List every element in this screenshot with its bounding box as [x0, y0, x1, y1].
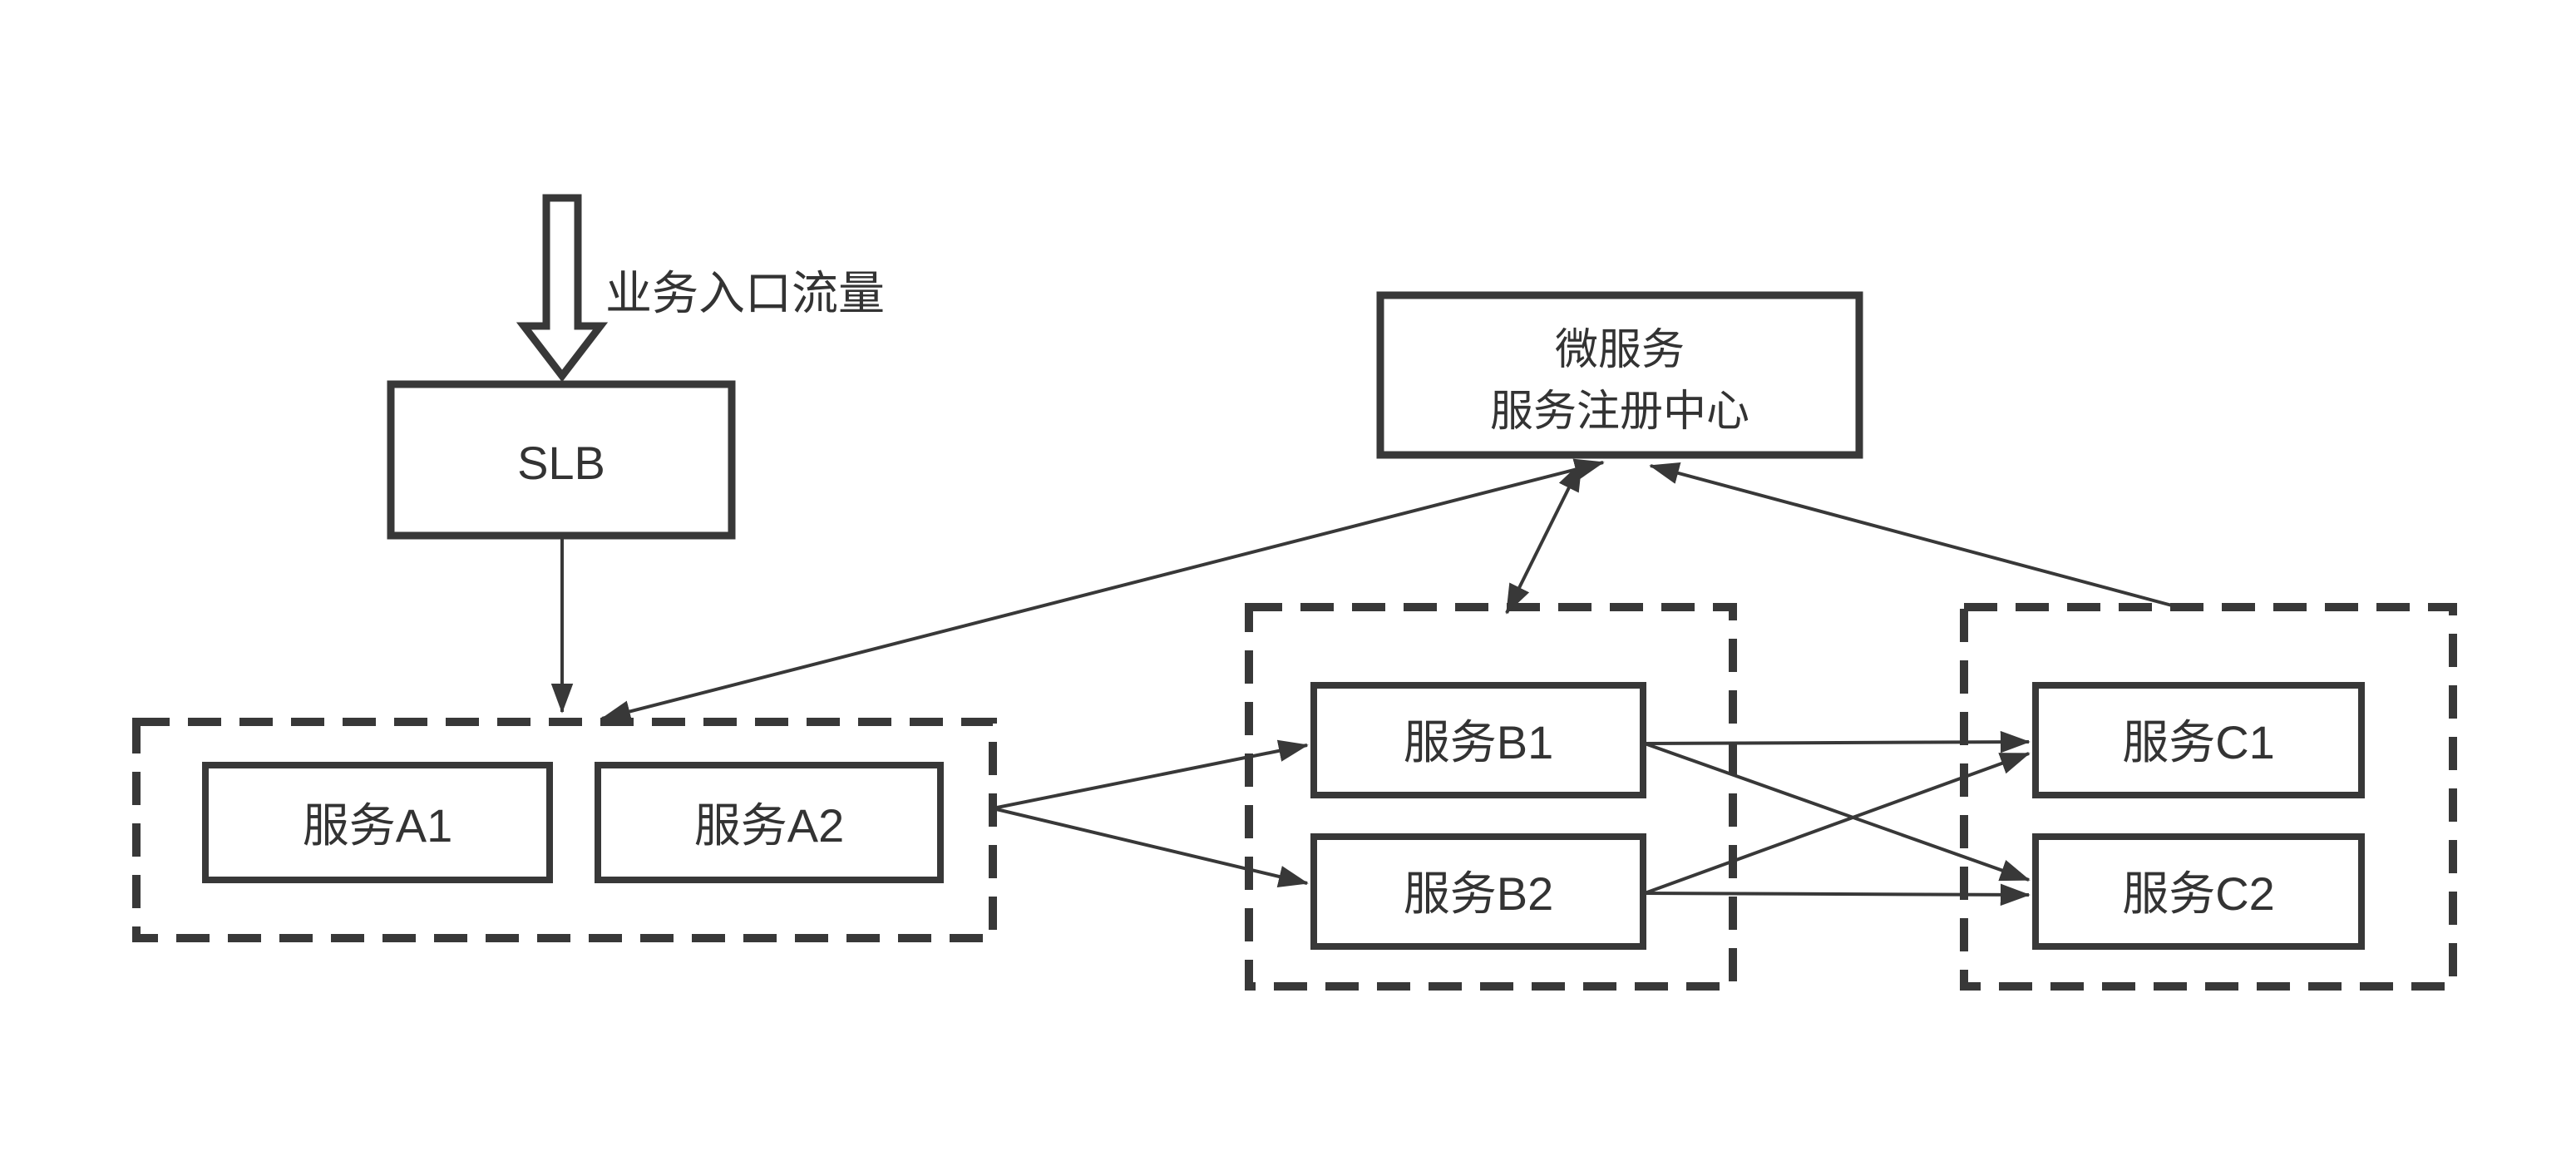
edge-service-b1-to-service-c2	[1644, 742, 2031, 882]
edge-group-a-to-service-b1	[992, 739, 1309, 810]
service-c1-node	[2032, 682, 2365, 798]
service-a1-node	[202, 762, 553, 883]
edge-service-b1-to-service-c1	[1644, 730, 2031, 753]
registry-node-label-line2: 服务注册中心	[1490, 388, 1749, 436]
group-c-boundary	[1960, 603, 2457, 991]
edge-group-a-to-service-b2	[992, 807, 1309, 888]
service-b1-label: 服务B1	[1404, 716, 1554, 768]
edge-group-a-registry-two-way	[600, 458, 1605, 723]
service-a2-node	[595, 762, 944, 883]
edge-group-b-registry-two-way	[1505, 461, 1583, 615]
service-b2-node	[1310, 833, 1646, 950]
edge-service-b2-to-service-c2	[1644, 883, 2031, 907]
entry-traffic-label: 业务入口流量	[605, 267, 885, 319]
group-b-boundary	[1245, 603, 1737, 991]
service-b2-label: 服务B2	[1404, 867, 1554, 920]
service-c2-label: 服务C2	[2122, 867, 2275, 920]
entry-traffic-arrow-icon	[516, 194, 609, 383]
service-a1-label: 服务A1	[303, 799, 453, 852]
registry-node	[1376, 291, 1863, 459]
group-a-boundary	[132, 718, 997, 942]
service-a2-label: 服务A2	[694, 799, 845, 852]
service-c2-node	[2032, 833, 2365, 950]
edge-group-c-to-registry	[1649, 462, 2173, 607]
edge-service-b2-to-service-c1	[1644, 752, 2031, 895]
service-c1-label: 服务C1	[2122, 716, 2275, 768]
slb-node-label: SLB	[517, 437, 605, 489]
registry-node-label-line1: 微服务	[1555, 326, 1685, 374]
